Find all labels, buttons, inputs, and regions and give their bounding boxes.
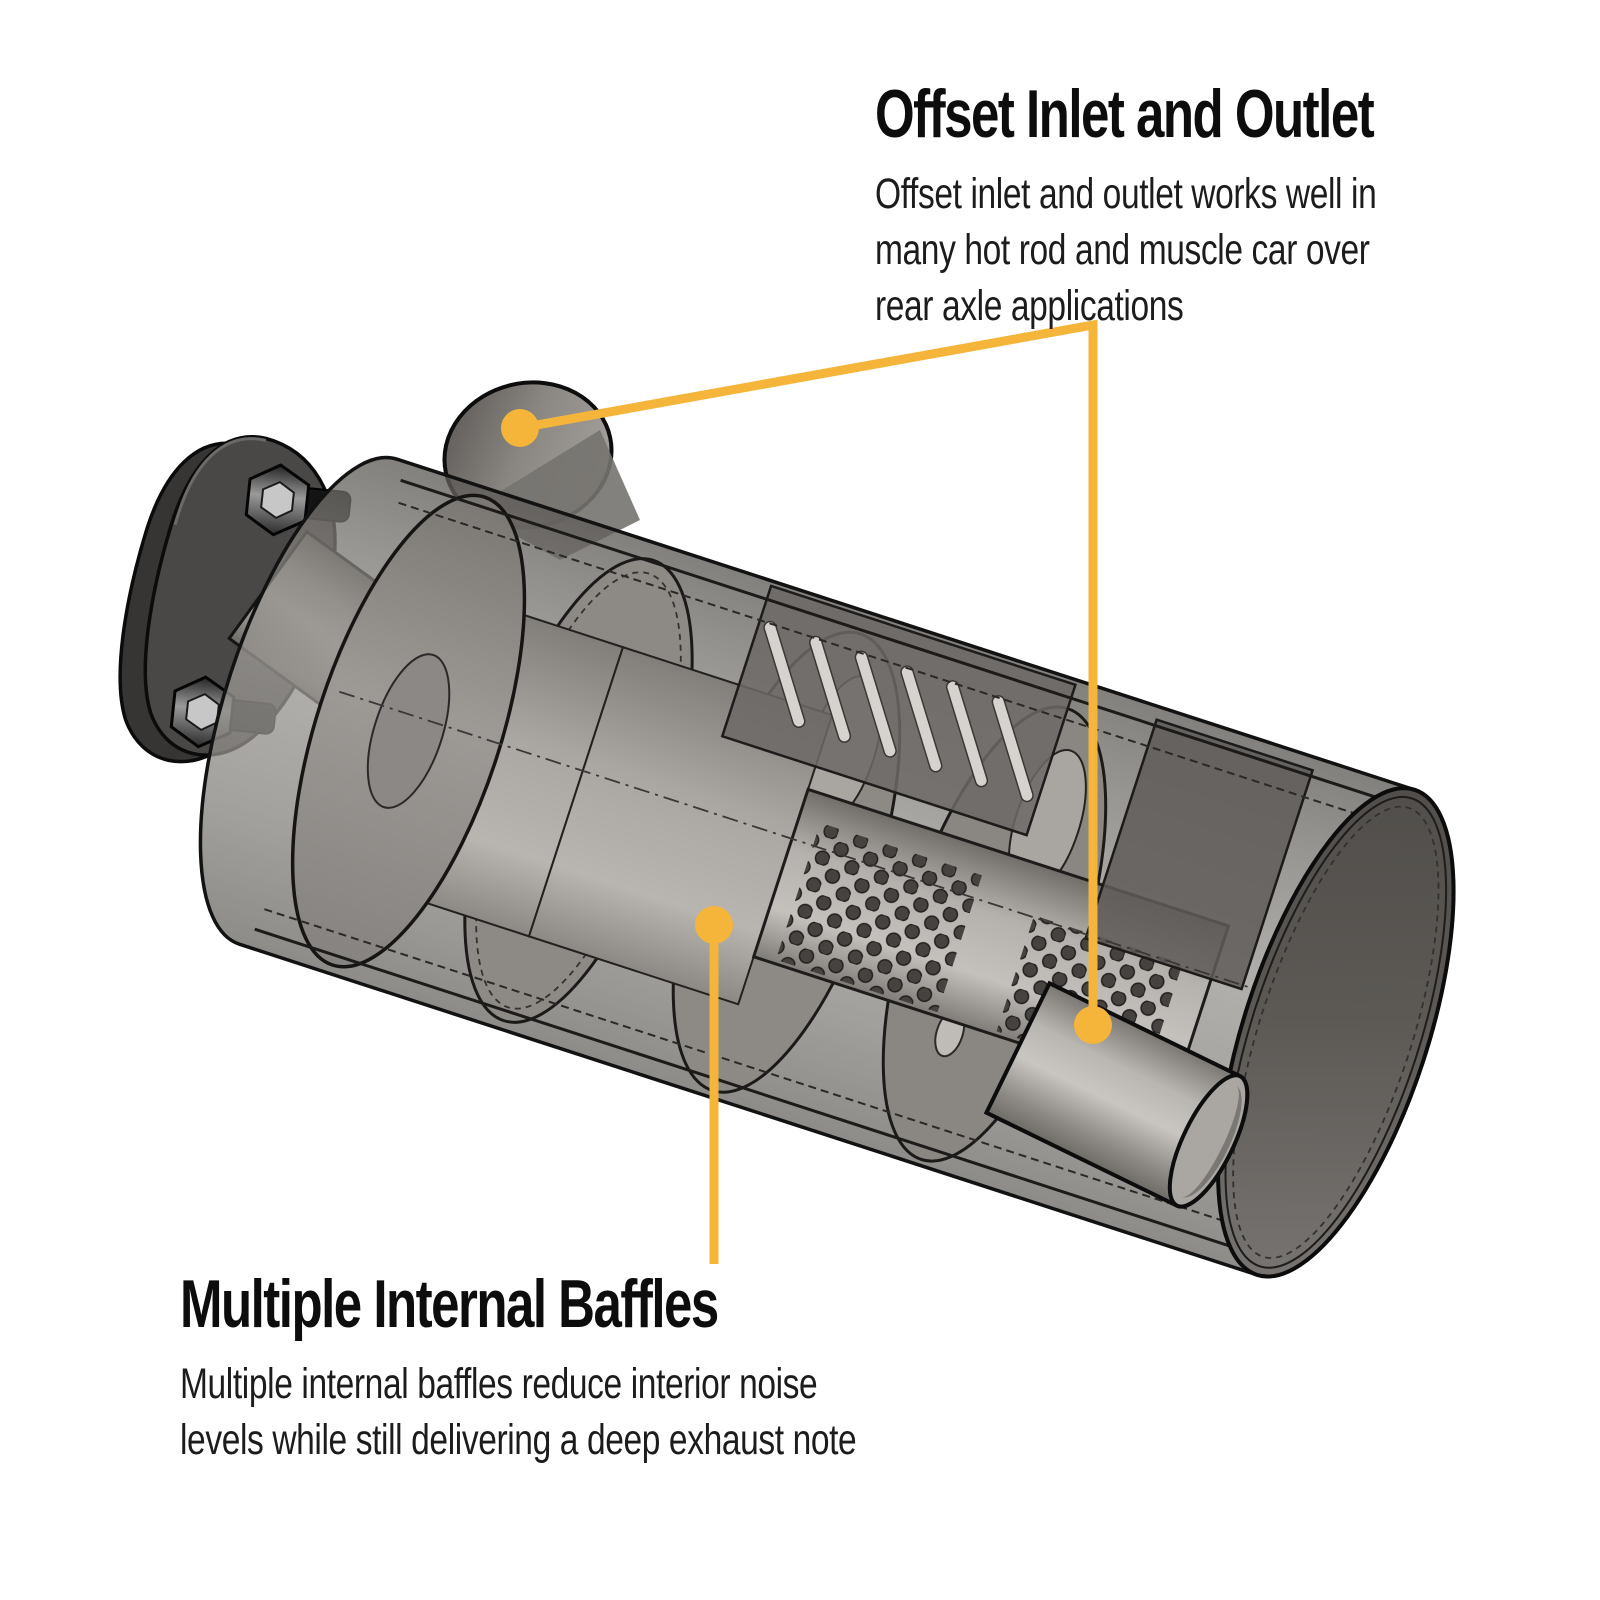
- offset-description-line: many hot rod and muscle car over: [875, 226, 1370, 275]
- baffles-description-line: levels while still delivering a deep exh…: [180, 1416, 857, 1465]
- divider-plate: [1084, 718, 1315, 991]
- baffles-annotation: Multiple Internal Baffles Multiple inter…: [180, 1268, 1047, 1468]
- louver-panel: [720, 584, 1078, 837]
- offset-description-line: rear axle applications: [875, 282, 1184, 331]
- offset-callout: [501, 319, 1112, 1044]
- baffles-dot: [695, 906, 733, 944]
- baffles-description-line: Multiple internal baffles reduce interio…: [180, 1360, 818, 1409]
- offset-inlet-dot: [501, 409, 539, 447]
- offset-callout-line: [519, 319, 1098, 1025]
- baffles-callout: [695, 906, 733, 1264]
- offset-annotation-description: Offset inlet and outlet works well in ma…: [875, 166, 1393, 334]
- case-seams: [254, 478, 1403, 1256]
- rear-end-cap: [1216, 786, 1456, 1279]
- offset-outlet-dot: [1074, 1006, 1112, 1044]
- baffles-annotation-description: Multiple internal baffles reduce interio…: [180, 1356, 857, 1468]
- front-end-cap: [290, 493, 527, 969]
- offset-annotation: Offset Inlet and Outlet Offset inlet and…: [875, 78, 1539, 334]
- offset-annotation-title: Offset Inlet and Outlet: [875, 76, 1375, 152]
- baffles-annotation-title: Multiple Internal Baffles: [180, 1266, 719, 1342]
- perforated-section-1: [775, 822, 983, 1013]
- offset-description-line: Offset inlet and outlet works well in: [875, 170, 1377, 219]
- outlet-tube: [983, 980, 1250, 1209]
